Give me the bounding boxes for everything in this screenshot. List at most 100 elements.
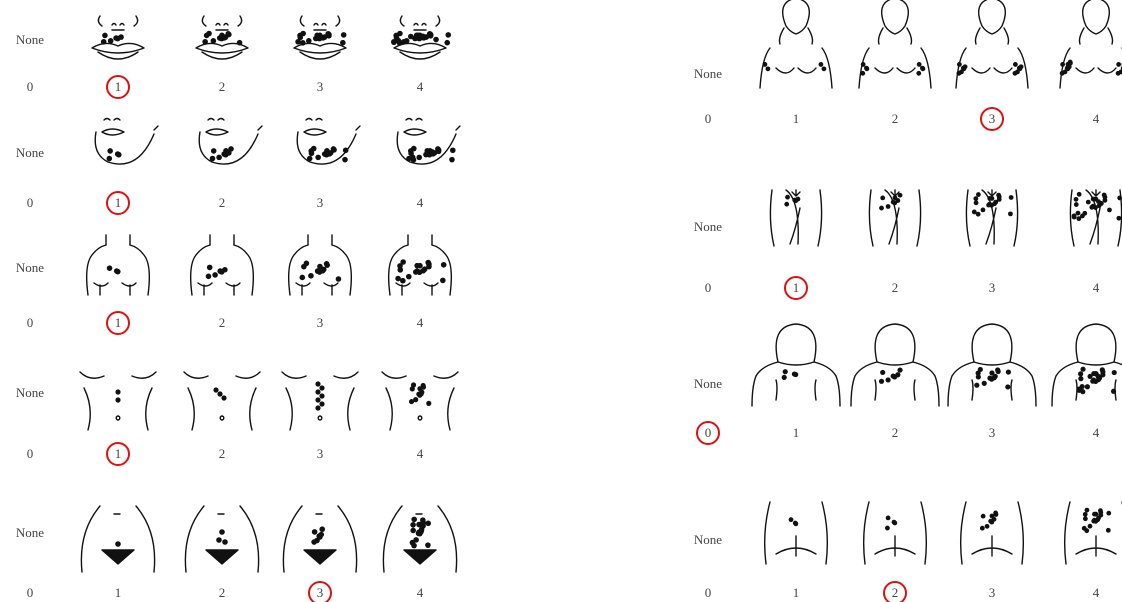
lower-abdomen-icon-level-1[interactable] bbox=[81, 506, 154, 572]
upper-abdomen-icon-level-4[interactable] bbox=[382, 372, 458, 430]
chest-icon-level-4[interactable] bbox=[389, 235, 452, 295]
score-option-0[interactable]: 0 bbox=[27, 195, 34, 210]
chin-icon-level-1[interactable] bbox=[95, 119, 158, 165]
lower-back-icon-level-4[interactable] bbox=[1065, 502, 1122, 564]
score-option-4[interactable]: 4 bbox=[417, 585, 424, 600]
lip-mustache-icon-level-2[interactable] bbox=[196, 16, 248, 59]
score-option-3[interactable]: 3 bbox=[989, 111, 996, 126]
region-lower-abdomen: None 0 1 2 3 4 bbox=[16, 506, 457, 602]
score-option-1[interactable]: 1 bbox=[115, 315, 122, 330]
score-option-3[interactable]: 3 bbox=[989, 280, 996, 295]
score-option-3[interactable]: 3 bbox=[317, 195, 324, 210]
score-option-0[interactable]: 0 bbox=[27, 315, 34, 330]
score-option-4[interactable]: 4 bbox=[417, 446, 424, 461]
lower-abdomen-icon-level-3[interactable] bbox=[283, 506, 356, 572]
upper-arm-icon-level-3[interactable] bbox=[956, 0, 1028, 88]
score-option-4[interactable]: 4 bbox=[1093, 425, 1100, 440]
score-option-4[interactable]: 4 bbox=[417, 79, 424, 94]
region-thigh: None 0 1 2 3 4 bbox=[694, 190, 1122, 299]
score-option-1[interactable]: 1 bbox=[115, 79, 122, 94]
none-label: None bbox=[694, 66, 722, 81]
score-option-0[interactable]: 0 bbox=[705, 425, 712, 440]
none-label: None bbox=[16, 260, 44, 275]
score-option-3[interactable]: 3 bbox=[317, 585, 324, 600]
score-option-2[interactable]: 2 bbox=[892, 425, 899, 440]
region-upper-back: None 0 1 2 3 4 bbox=[694, 324, 1122, 444]
score-option-2[interactable]: 2 bbox=[219, 315, 226, 330]
lip-mustache-icon-level-4[interactable] bbox=[391, 16, 451, 59]
upper-abdomen-icon-level-1[interactable] bbox=[80, 372, 156, 430]
score-option-1[interactable]: 1 bbox=[793, 585, 800, 600]
none-label: None bbox=[16, 32, 44, 47]
thigh-icon-level-2[interactable] bbox=[869, 190, 920, 246]
thigh-icon-level-3[interactable] bbox=[966, 190, 1017, 246]
none-label: None bbox=[694, 532, 722, 547]
chest-icon-level-3[interactable] bbox=[289, 235, 352, 295]
region-upper-lip: None 0 1 2 3 4 bbox=[16, 16, 451, 98]
lower-abdomen-icon-level-2[interactable] bbox=[185, 506, 258, 572]
region-lower-back: None 0 1 2 3 4 bbox=[694, 502, 1122, 602]
score-option-3[interactable]: 3 bbox=[317, 446, 324, 461]
score-option-3[interactable]: 3 bbox=[317, 315, 324, 330]
none-label: None bbox=[694, 219, 722, 234]
upper-back-icon-level-2[interactable] bbox=[851, 324, 939, 406]
region-upper-arm: None 0 1 2 3 4 bbox=[694, 0, 1122, 130]
region-upper-abdomen: None 0 1 2 3 4 bbox=[16, 372, 458, 465]
upper-abdomen-icon-level-2[interactable] bbox=[184, 372, 260, 430]
score-option-0[interactable]: 0 bbox=[705, 111, 712, 126]
score-option-2[interactable]: 2 bbox=[892, 585, 899, 600]
score-option-2[interactable]: 2 bbox=[219, 585, 226, 600]
chin-icon-level-2[interactable] bbox=[199, 119, 262, 165]
score-option-4[interactable]: 4 bbox=[1093, 280, 1100, 295]
upper-abdomen-icon-level-3[interactable] bbox=[282, 372, 358, 430]
score-option-2[interactable]: 2 bbox=[892, 280, 899, 295]
chin-icon-level-4[interactable] bbox=[397, 119, 460, 165]
score-option-4[interactable]: 4 bbox=[417, 315, 424, 330]
upper-back-icon-level-1[interactable] bbox=[752, 324, 840, 406]
score-option-1[interactable]: 1 bbox=[115, 195, 122, 210]
score-option-0[interactable]: 0 bbox=[27, 446, 34, 461]
lip-mustache-icon-level-1[interactable] bbox=[92, 16, 144, 59]
score-option-1[interactable]: 1 bbox=[115, 446, 122, 461]
lower-back-icon-level-1[interactable] bbox=[765, 502, 828, 564]
score-option-4[interactable]: 4 bbox=[417, 195, 424, 210]
upper-arm-icon-level-4[interactable] bbox=[1060, 0, 1122, 88]
lower-back-icon-level-2[interactable] bbox=[864, 502, 927, 564]
lower-back-icon-level-3[interactable] bbox=[961, 502, 1024, 564]
thigh-icon-level-1[interactable] bbox=[770, 190, 821, 246]
lower-abdomen-icon-level-4[interactable] bbox=[383, 506, 456, 572]
upper-back-icon-level-4[interactable] bbox=[1052, 324, 1122, 406]
score-option-1[interactable]: 1 bbox=[793, 425, 800, 440]
score-option-3[interactable]: 3 bbox=[989, 425, 996, 440]
score-option-2[interactable]: 2 bbox=[219, 446, 226, 461]
upper-arm-icon-level-1[interactable] bbox=[760, 0, 832, 88]
region-chin: None 0 1 2 3 4 bbox=[16, 119, 460, 215]
none-label: None bbox=[16, 145, 44, 160]
thigh-icon-level-4[interactable] bbox=[1070, 190, 1122, 246]
chin-icon-level-3[interactable] bbox=[297, 119, 360, 165]
score-option-0[interactable]: 0 bbox=[27, 585, 34, 600]
region-chest: None 0 1 2 3 4 bbox=[16, 235, 451, 334]
none-label: None bbox=[694, 376, 722, 391]
score-option-1[interactable]: 1 bbox=[115, 585, 122, 600]
score-option-1[interactable]: 1 bbox=[793, 111, 800, 126]
score-option-0[interactable]: 0 bbox=[27, 79, 34, 94]
score-option-2[interactable]: 2 bbox=[892, 111, 899, 126]
score-option-2[interactable]: 2 bbox=[219, 195, 226, 210]
none-label: None bbox=[16, 385, 44, 400]
score-option-2[interactable]: 2 bbox=[219, 79, 226, 94]
lip-mustache-icon-level-3[interactable] bbox=[294, 16, 346, 59]
score-option-4[interactable]: 4 bbox=[1093, 585, 1100, 600]
score-option-0[interactable]: 0 bbox=[705, 280, 712, 295]
chest-icon-level-2[interactable] bbox=[191, 235, 254, 295]
chest-icon-level-1[interactable] bbox=[87, 235, 150, 295]
none-label: None bbox=[16, 525, 44, 540]
score-option-3[interactable]: 3 bbox=[989, 585, 996, 600]
score-option-0[interactable]: 0 bbox=[705, 585, 712, 600]
score-option-3[interactable]: 3 bbox=[317, 79, 324, 94]
upper-back-icon-level-3[interactable] bbox=[948, 324, 1036, 406]
score-option-4[interactable]: 4 bbox=[1093, 111, 1100, 126]
score-option-1[interactable]: 1 bbox=[793, 280, 800, 295]
upper-arm-icon-level-2[interactable] bbox=[859, 0, 931, 88]
